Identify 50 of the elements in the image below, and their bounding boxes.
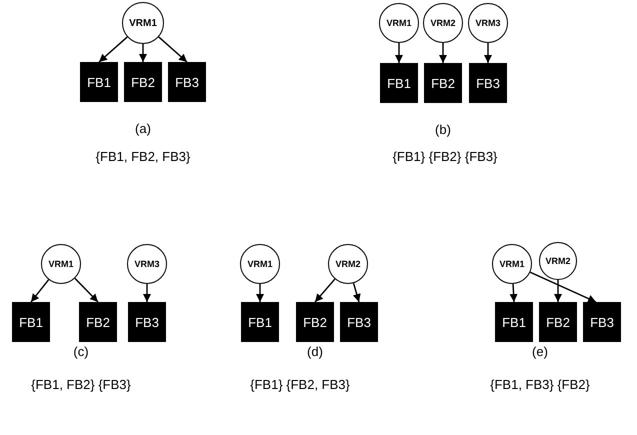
arrow — [158, 36, 188, 63]
set-label: {FB1, FB2} {FB3} — [31, 377, 131, 392]
arrow — [510, 284, 518, 302]
arrow — [139, 44, 147, 62]
set-label: {FB1, FB2, FB3} — [96, 149, 190, 164]
fb-box: FB1 — [12, 302, 50, 342]
fb-box: FB1 — [80, 62, 118, 102]
panel-caption: (a) — [135, 121, 151, 136]
set-label: {FB1, FB3} {FB2} — [490, 377, 590, 392]
fb-box: FB2 — [79, 302, 117, 342]
vrm-circle: VRM3 — [468, 3, 508, 43]
fb-box: FB2 — [424, 63, 462, 103]
fb-box: FB3 — [469, 63, 507, 103]
vrm-circle: VRM1 — [379, 3, 419, 43]
vrm-circle: VRM2 — [539, 242, 577, 280]
vrm-circle: VRM1 — [41, 244, 81, 284]
panel-caption: (e) — [532, 344, 548, 359]
fb-box: FB2 — [124, 62, 162, 102]
fb-box: FB3 — [128, 302, 166, 342]
arrow — [484, 43, 492, 63]
fb-box: FB1 — [380, 63, 418, 103]
arrow — [554, 280, 562, 302]
arrow — [98, 36, 128, 63]
arrow — [530, 272, 596, 303]
fb-box: FB1 — [241, 302, 279, 342]
arrow — [256, 284, 264, 302]
vrm-circle: VRM2 — [328, 244, 368, 284]
fb-box: FB3 — [583, 302, 621, 342]
fb-box: FB2 — [539, 302, 577, 342]
fb-box: FB1 — [495, 302, 533, 342]
fb-box: FB3 — [340, 302, 378, 342]
arrow — [395, 43, 403, 63]
fb-box: FB2 — [296, 302, 334, 342]
vrm-circle: VRM1 — [122, 2, 164, 44]
set-label: {FB1} {FB2} {FB3} — [392, 149, 498, 164]
arrow — [352, 283, 361, 302]
arrow — [74, 278, 98, 302]
panel-caption: (b) — [435, 122, 451, 137]
arrow — [439, 43, 447, 63]
vrm-circle: VRM2 — [423, 3, 463, 43]
panel-caption: (d) — [307, 344, 323, 359]
set-label: {FB1} {FB2, FB3} — [250, 377, 350, 392]
fb-box: FB3 — [168, 62, 206, 102]
vrm-circle: VRM1 — [492, 244, 532, 284]
panel-caption: (c) — [73, 344, 89, 359]
vrm-circle: VRM3 — [127, 244, 167, 284]
arrow — [143, 284, 151, 302]
vrm-circle: VRM1 — [240, 244, 280, 284]
arrow — [314, 278, 336, 302]
arrow — [30, 279, 50, 302]
